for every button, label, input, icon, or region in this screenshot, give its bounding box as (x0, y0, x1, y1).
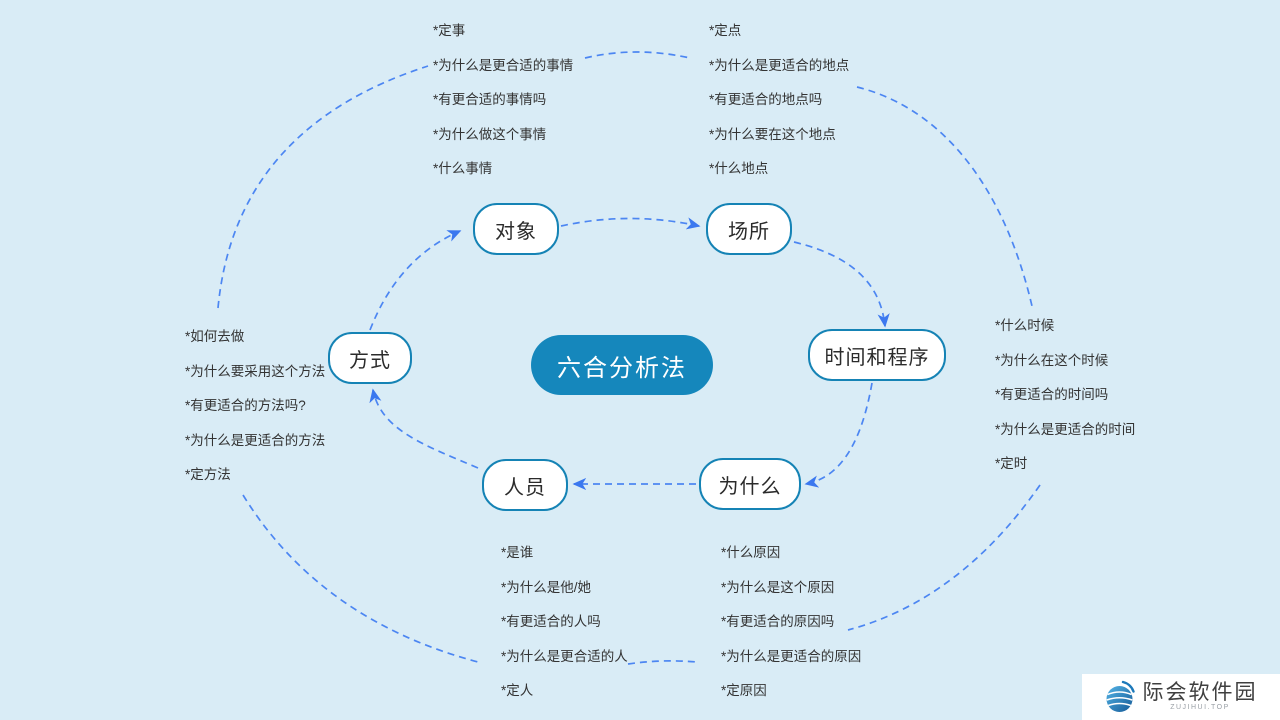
question-item: *定人 (501, 683, 534, 698)
outer-arc-bottom-left (242, 494, 479, 663)
question-item: *为什么是更合适的事情 (433, 57, 574, 73)
node-person-label: 人员 (504, 476, 546, 499)
node-object: 对象 (473, 203, 559, 255)
connector-person-to-method (369, 388, 479, 469)
question-item: *是谁 (501, 545, 534, 560)
center-topic-node: 六合分析法 (531, 335, 713, 395)
node-time: 时间和程序 (808, 329, 946, 381)
outer-arc-bottom-right (847, 484, 1041, 631)
node-why-label: 为什么 (718, 475, 782, 498)
outer-arc-bottom-center (627, 660, 698, 665)
node-time-label: 时间和程序 (824, 346, 930, 369)
question-item: *定点 (709, 23, 742, 38)
question-item: *有更合适的事情吗 (433, 92, 547, 107)
question-list-place: *定点 *为什么是更适合的地点 *有更适合的地点吗 *为什么要在这个地点 *什么地点 (709, 24, 849, 176)
outer-arc-top-left (217, 65, 429, 309)
node-method-label: 方式 (349, 349, 391, 372)
question-item: *为什么做这个事情 (433, 126, 547, 142)
question-item: *为什么是更适合的原因 (721, 648, 862, 664)
question-list-person: *是谁 *为什么是他/她 *有更适合的人吗 *为什么是更合适的人 *定人 (501, 546, 628, 698)
question-item: *什么地点 (709, 161, 769, 176)
outer-arc-top-right (856, 86, 1033, 307)
node-place-label: 场所 (728, 220, 770, 243)
question-item: *有更适合的时间吗 (995, 387, 1109, 402)
question-item: *为什么是更合适的人 (501, 648, 628, 664)
question-item: *为什么要采用这个方法 (185, 363, 326, 379)
question-item: *有更适合的人吗 (501, 614, 601, 629)
question-item: *为什么要在这个地点 (709, 126, 836, 142)
globe-icon (1106, 680, 1135, 712)
question-item: *定原因 (721, 683, 767, 698)
connector-method-to-object (369, 230, 462, 331)
connector-place-to-time (793, 241, 890, 328)
question-item: *有更适合的方法吗? (185, 398, 306, 413)
question-list-object: *定事 *为什么是更合适的事情 *有更合适的事情吗 *为什么做这个事情 *什么事情 (433, 24, 573, 176)
question-item: *为什么是更适合的地点 (709, 57, 850, 73)
watermark-site-domain: ZUJIHUI.TOP (1170, 704, 1230, 711)
question-item: *为什么在这个时候 (995, 352, 1109, 368)
question-item: *定方法 (185, 467, 231, 482)
connector-object-to-place (560, 217, 701, 230)
node-why: 为什么 (699, 458, 801, 510)
question-item: *为什么是更适合的方法 (185, 432, 326, 448)
question-item: *有更适合的原因吗 (721, 614, 835, 629)
question-item: *如何去做 (185, 329, 245, 344)
outer-arc-top-center (584, 51, 691, 59)
question-item: *定时 (995, 456, 1028, 471)
center-topic-label: 六合分析法 (557, 354, 687, 382)
question-item: *为什么是他/她 (501, 579, 592, 595)
question-list-why: *什么原因 *为什么是这个原因 *有更适合的原因吗 *为什么是更适合的原因 *定原因 (721, 546, 861, 698)
question-item: *定事 (433, 23, 466, 38)
watermark-logo: 际会软件园 ZUJIHUI.TOP (1082, 674, 1280, 720)
question-item: *什么时候 (995, 318, 1055, 333)
question-list-method: *如何去做 *为什么要采用这个方法 *有更适合的方法吗? *为什么是更适合的方法 *定方… (185, 330, 325, 482)
watermark-site-name: 际会软件园 (1142, 681, 1258, 704)
node-method: 方式 (328, 332, 412, 384)
connector-time-to-why (804, 382, 873, 488)
node-person: 人员 (482, 459, 568, 511)
question-item: *什么事情 (433, 161, 493, 176)
question-item: *为什么是更适合的时间 (995, 421, 1136, 437)
question-item: *有更适合的地点吗 (709, 92, 823, 107)
node-object-label: 对象 (495, 220, 537, 243)
question-list-time: *什么时候 *为什么在这个时候 *有更适合的时间吗 *为什么是更适合的时间 *定时 (995, 319, 1135, 471)
node-place: 场所 (706, 203, 792, 255)
question-item: *为什么是这个原因 (721, 579, 835, 595)
question-item: *什么原因 (721, 545, 781, 560)
